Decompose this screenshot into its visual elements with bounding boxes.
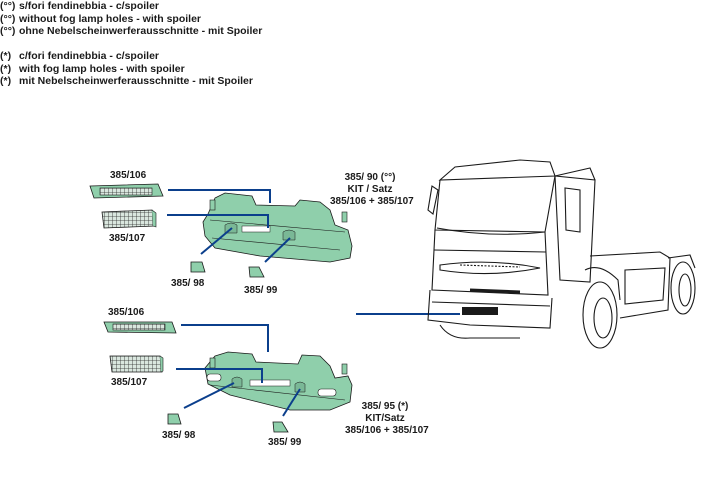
legend-marker: (°°) (0, 0, 16, 12)
kit-contents: 385/106 + 385/107 (345, 425, 429, 436)
label-right-cap-top: 385/ 99 (244, 285, 278, 296)
bumper-part (204, 351, 353, 411)
leader-upper-grille (181, 324, 269, 352)
bumper-part (202, 192, 353, 263)
legend-without-fog-lamps: (°°)s/fori fendinebbia - c/spoiler (°°)w… (0, 0, 262, 38)
leader-lower-grille (167, 214, 269, 228)
kit-code: 385/ 95 (*) (361, 401, 409, 412)
leader-right-cap (282, 388, 301, 417)
kit-word: KIT/Satz (365, 413, 405, 424)
legend-line-de: ohne Nebelscheinwerferausschnitte - mit … (19, 25, 263, 37)
lower-grille-part (109, 355, 164, 373)
label-upper-grille-top: 385/106 (110, 170, 147, 181)
legend-marker: (*) (0, 62, 12, 75)
upper-grille-part (89, 183, 164, 199)
leader-left-cap (183, 382, 235, 409)
kit-word: KIT / Satz (347, 184, 393, 195)
left-cap-part (167, 413, 182, 425)
lower-grille-part (101, 209, 157, 229)
truck-illustration (427, 159, 696, 349)
legend-marker: (°°) (0, 25, 16, 37)
legend-line-it: s/fori fendinebbia - c/spoiler (19, 0, 160, 12)
label-left-cap-bottom: 385/ 98 (162, 430, 196, 441)
label-right-cap-bottom: 385/ 99 (268, 437, 302, 448)
legend-marker: (*) (0, 50, 12, 62)
left-cap-part (190, 261, 206, 273)
legend-marker: (°°) (0, 12, 16, 25)
kit-label-top: 385/ 90 (°°) KIT / Satz 385/106 + 385/10… (330, 172, 414, 208)
legend-line-de: mit Nebelscheinwerferausschnitte - mit S… (19, 75, 253, 87)
legend-marker: (*) (0, 75, 12, 87)
legend-line-en: with fog lamp holes - with spoiler (19, 62, 185, 75)
leader-right-cap (264, 237, 291, 263)
legend-line-it: c/fori fendinebbia - c/spoiler (19, 50, 160, 62)
upper-grille-part (103, 321, 177, 334)
label-upper-grille-bottom: 385/106 (108, 307, 145, 318)
kit-contents: 385/106 + 385/107 (330, 196, 414, 207)
label-left-cap-top: 385/ 98 (171, 278, 205, 289)
top-leader-lines (167, 189, 291, 263)
label-lower-grille-bottom: 385/107 (111, 377, 148, 388)
kit-code: 385/ 90 (°°) (344, 172, 396, 183)
bottom-leader-lines (176, 313, 460, 417)
right-cap-part (272, 421, 289, 433)
legend-line-en: without fog lamp holes - with spoiler (19, 12, 201, 25)
leader-left-cap (200, 227, 233, 255)
right-cap-part (248, 266, 265, 278)
leader-lower-grille (176, 368, 263, 383)
legend-with-fog-lamps: (*) c/fori fendinebbia - c/spoiler (*) wit… (0, 50, 253, 88)
leader-upper-grille (168, 189, 271, 203)
kit-label-bottom: 385/ 95 (*) KIT/Satz 385/106 + 385/107 (345, 401, 429, 437)
bottom-kit (103, 313, 460, 433)
top-kit (89, 183, 353, 278)
label-lower-grille-top: 385/107 (109, 233, 146, 244)
